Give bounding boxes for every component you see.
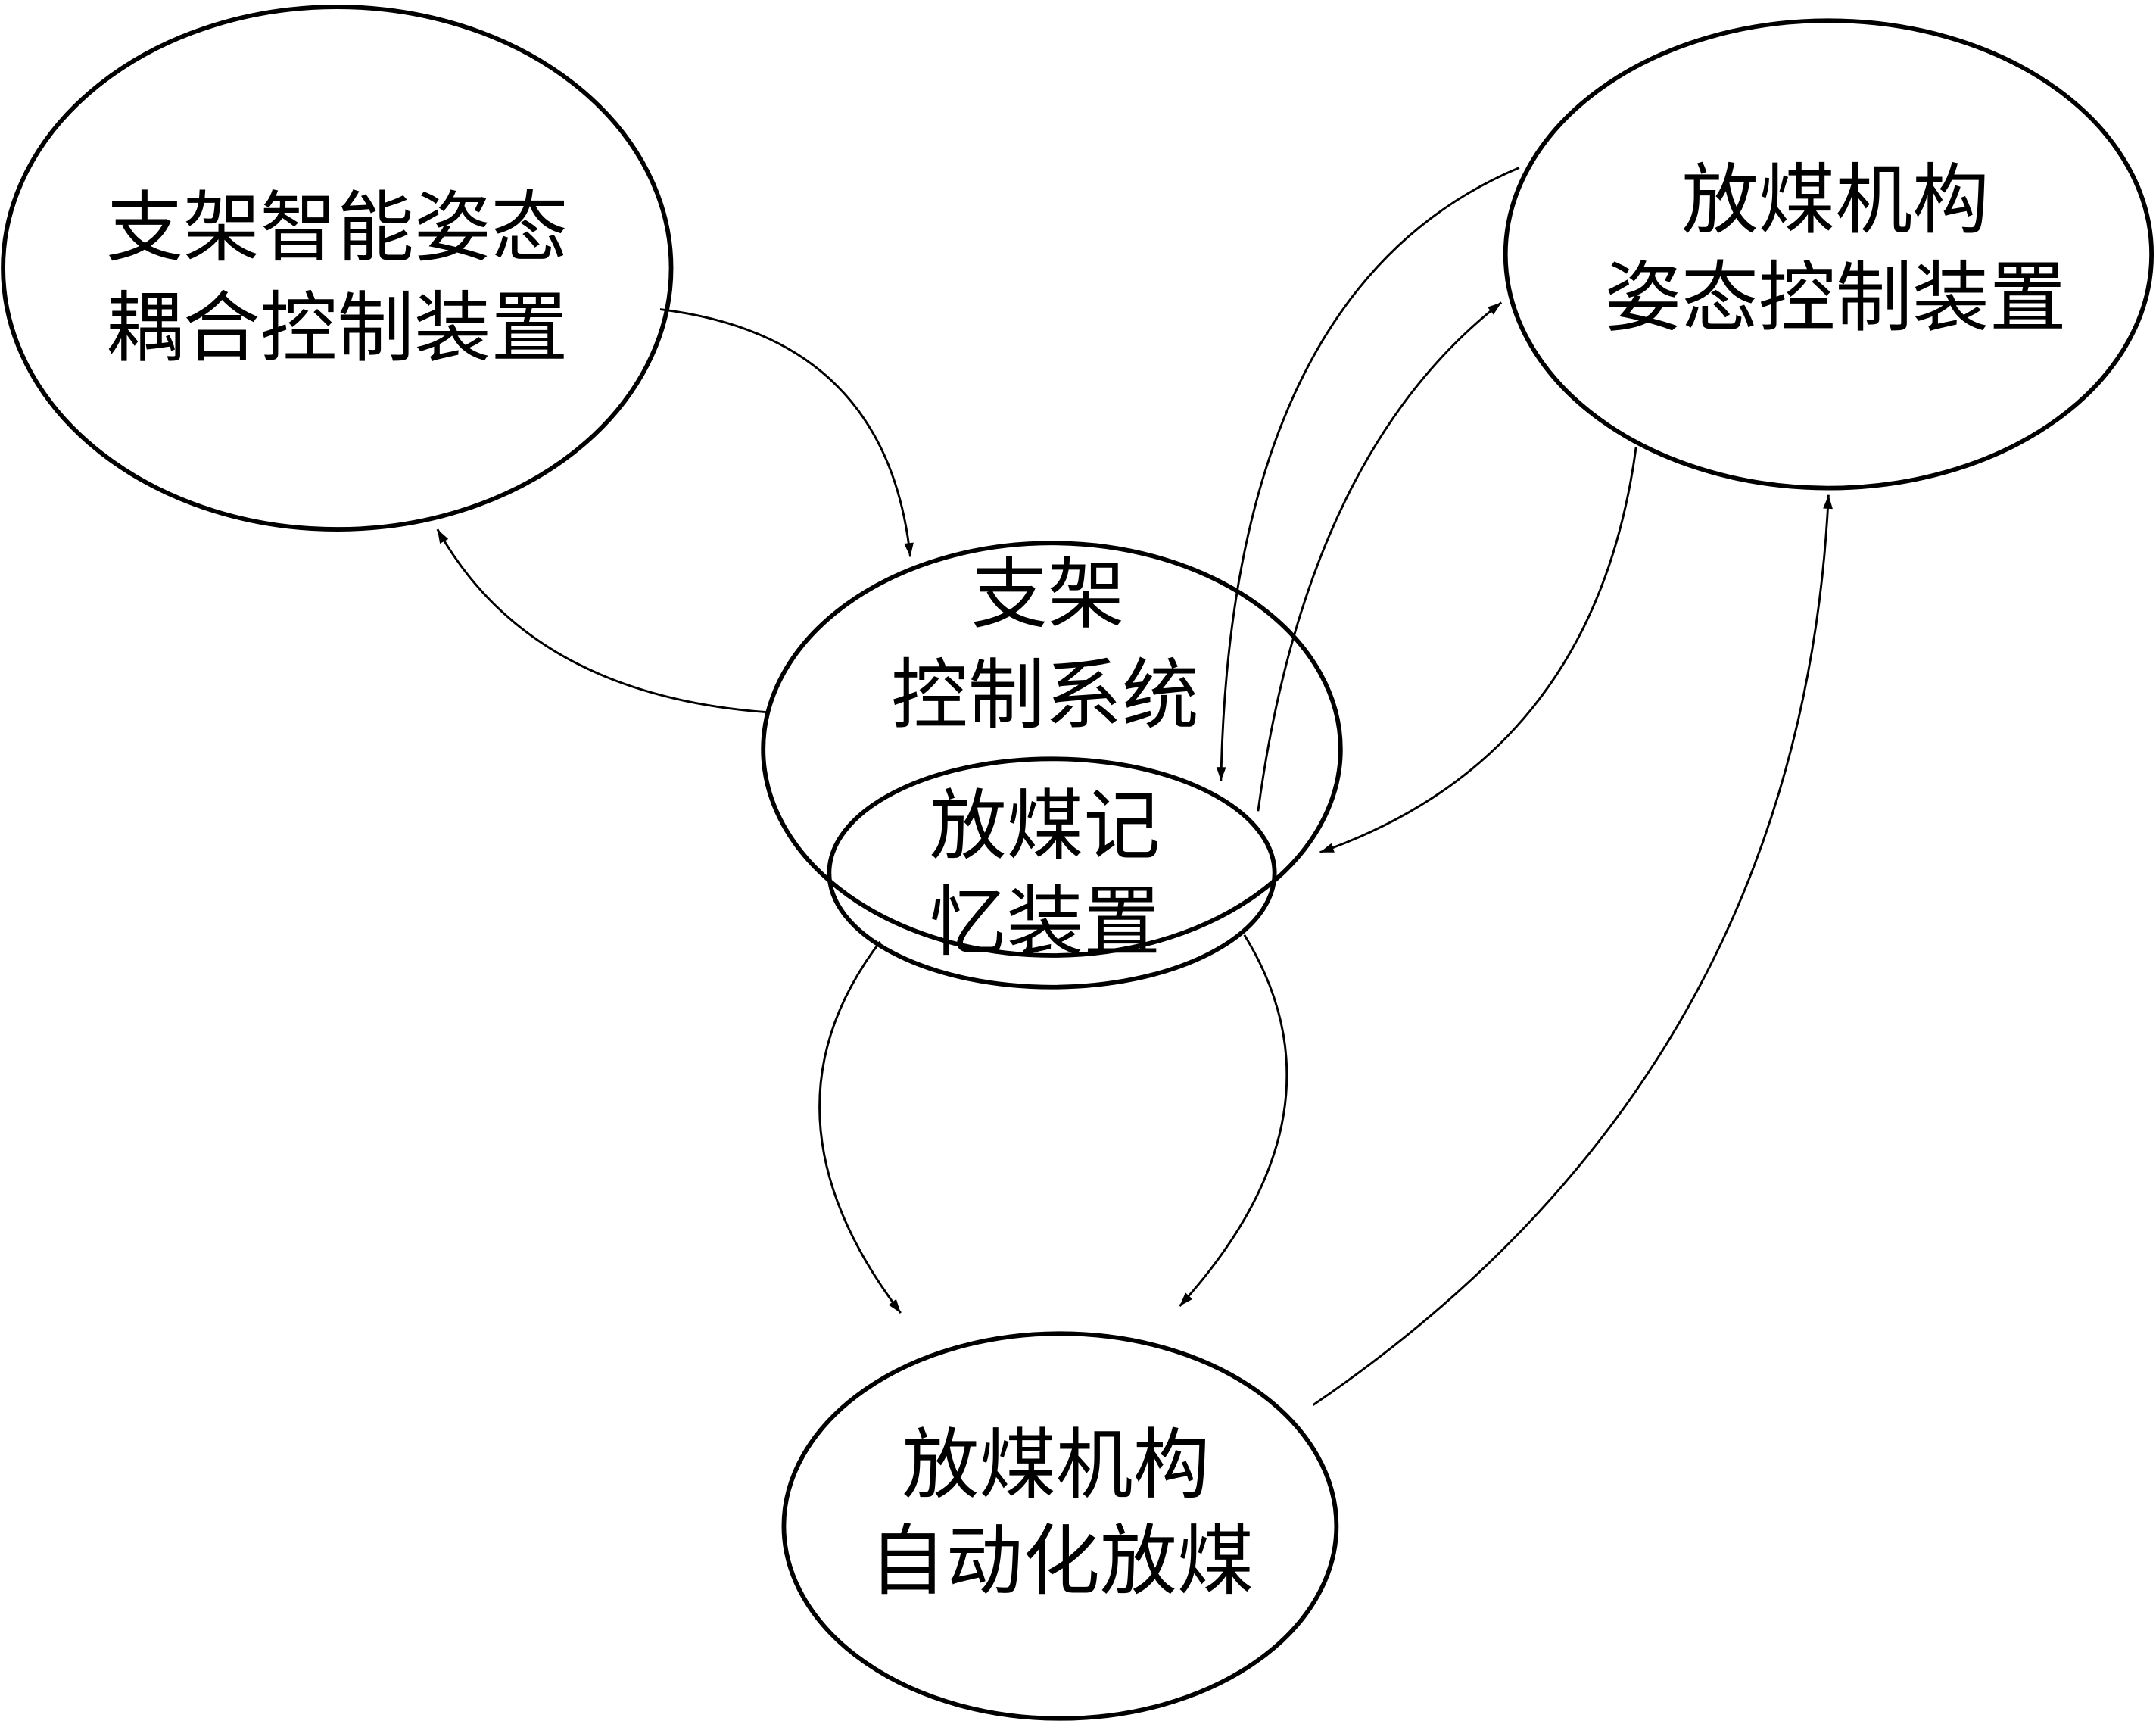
label-automation-line2: 自动化放煤 [869,1517,1254,1606]
edge-posture-to-memory [1216,167,1520,781]
edge-memory-to-posture [1257,301,1503,812]
edge-memory-to-automation [818,940,902,1314]
edge-support-to-automation [1179,934,1288,1307]
node-coal-memory-device [827,756,1277,990]
label-support-line2: 控制系统 [891,650,1199,740]
node-posture-control-device [1503,18,2154,491]
edge-coupling-to-support [659,308,914,557]
label-memory-line1: 放煤记 [930,781,1161,871]
edge-support-to-coupling [436,528,766,714]
label-coupling-line1: 支架智能姿态 [106,183,568,273]
edge-automation-to-posture [1312,494,1833,1406]
node-coupling-device [1,5,674,532]
label-coupling-line2: 耦合控制装置 [106,283,568,373]
edge-posture-to-support [1319,446,1637,854]
label-automation-line1: 放煤机构 [902,1420,1210,1510]
label-support-line1: 支架 [971,550,1124,640]
label-memory-line2: 忆装置 [930,878,1161,967]
node-automated-caving [781,1331,1339,1721]
label-posture-line1: 放煤机构 [1681,156,1989,245]
node-support-control-system [761,541,1343,958]
label-posture-line2: 姿态控制装置 [1604,254,2066,343]
